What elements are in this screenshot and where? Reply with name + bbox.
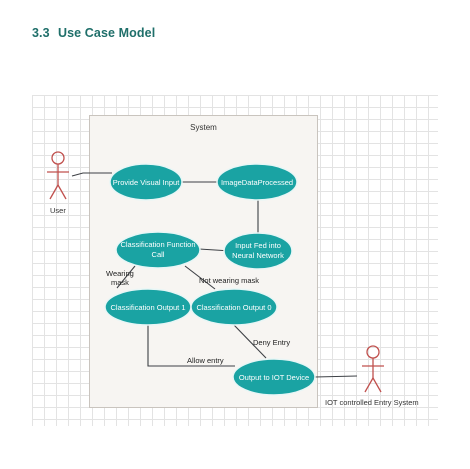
usecase-label-classification-function-call-line1: Classification Function (120, 240, 195, 249)
usecase-label-classification-function-call-line2: Call (152, 250, 165, 259)
edge-label-mask: mask (111, 278, 129, 287)
section-title: Use Case Model (58, 26, 156, 40)
usecase-classification-output-0 (190, 288, 278, 326)
usecase-label-provide-visual-input: Provide Visual Input (113, 178, 180, 187)
edge-label-wearing-mask: Wearing mask (106, 269, 134, 287)
section-heading: 3.3 Use Case Model (32, 26, 155, 40)
edge-user-provide-input (71, 172, 112, 177)
edge-iot-actor (314, 375, 358, 378)
edge-label-deny-entry: Deny Entry (253, 338, 291, 347)
usecase-label-output-to-iot-device: Output to IOT Device (239, 373, 309, 382)
edge-label-wearing: Wearing (106, 269, 134, 278)
usecase-image-data-processed (216, 163, 298, 201)
usecase-output-to-iot-device (232, 358, 316, 396)
edge-classification-output1 (116, 265, 136, 289)
section-number: 3.3 (32, 26, 50, 40)
usecase-classification-function-call (115, 231, 201, 269)
edge-label-not-wearing-mask: Not wearing mask (199, 276, 260, 285)
iot-actor-icon (362, 345, 384, 393)
usecase-provide-visual-input (109, 163, 183, 201)
system-title: System (190, 123, 217, 132)
edge-output0-iot (233, 324, 267, 359)
iot-actor-label: IOT controlled Entry System (325, 398, 419, 407)
user-actor-icon (47, 151, 69, 200)
usecase-label-input-fed-line2: Neural Network (232, 251, 284, 260)
usecase-label-classification-output-1: Classification Output 1 (110, 303, 185, 312)
edge-output1-iot (147, 323, 235, 367)
usecase-label-classification-output-0: Classification Output 0 (196, 303, 271, 312)
edge-classification-output0 (184, 265, 216, 290)
usecase-input-fed-neural-network (223, 232, 293, 270)
usecase-label-image-data-processed: ImageDataProcessed (221, 178, 293, 187)
usecase-label-input-fed-line1: Input Fed into (235, 241, 281, 250)
edge-label-allow-entry: Allow entry (187, 356, 224, 365)
user-actor-label: User (50, 206, 66, 215)
